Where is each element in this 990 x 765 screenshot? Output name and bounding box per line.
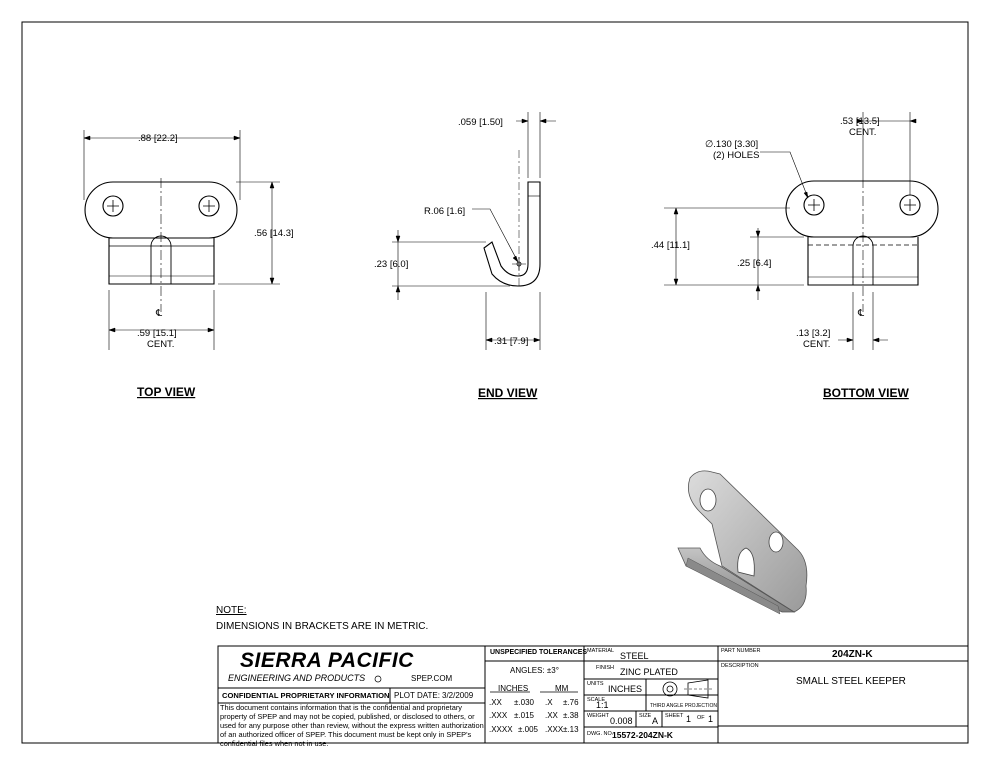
top-view-title: TOP VIEW bbox=[137, 385, 196, 399]
weight-label: WEIGHT bbox=[587, 713, 609, 719]
tol-row-in-fmt: .XX bbox=[489, 698, 502, 707]
legal-notice: This document contains information that … bbox=[220, 703, 484, 748]
tolerances-inches-header: INCHES bbox=[498, 684, 529, 693]
finish-label: FINISH bbox=[596, 665, 615, 671]
scale-value: 1:1 bbox=[596, 700, 609, 710]
part-number-value: 204ZN-K bbox=[832, 649, 873, 660]
end-radius-dim: R.06 [1.6] bbox=[424, 206, 465, 217]
bottom-slot-dim: .13 [3.2] bbox=[796, 328, 830, 339]
tol-row-in-val: ±.005 bbox=[518, 725, 538, 734]
bottom-hole-dim: ∅.130 [3.30] bbox=[705, 139, 758, 150]
bottom-centerline-symbol: ℄ bbox=[857, 308, 865, 319]
end-thickness-dim: .059 [1.50] bbox=[458, 117, 503, 128]
units-label: UNITS bbox=[587, 681, 604, 687]
dwg-no-label: DWG. NO. bbox=[587, 731, 614, 737]
top-bottom-dim: .59 [15.1] bbox=[137, 328, 177, 339]
projection-label: THIRD ANGLE PROJECTION bbox=[650, 703, 717, 709]
tolerances-title: UNSPECIFIED TOLERANCES bbox=[490, 649, 588, 656]
tol-row-in-val: ±.015 bbox=[514, 711, 534, 720]
scale-label: SCALE bbox=[587, 697, 606, 703]
tol-row-mm-fmt: .XXX bbox=[545, 725, 564, 734]
end-view-title: END VIEW bbox=[478, 386, 538, 400]
isometric-render bbox=[677, 470, 808, 615]
company-name: SIERRA PACIFIC bbox=[240, 649, 414, 672]
top-view bbox=[83, 130, 280, 350]
plot-date-value: 3/2/2009 bbox=[442, 691, 474, 700]
bottom-view bbox=[664, 112, 939, 350]
sheet-number: 1 bbox=[686, 714, 692, 724]
end-height-dim: .23 [6.0] bbox=[374, 259, 408, 270]
top-centerline-symbol: ℄ bbox=[155, 308, 163, 319]
units-value: INCHES bbox=[608, 684, 643, 694]
tolerances-mm-header: MM bbox=[555, 684, 569, 693]
sheet-of: OF bbox=[697, 715, 705, 721]
registered-mark-icon bbox=[374, 675, 382, 683]
weight-value: 0.008 bbox=[610, 716, 633, 726]
top-bottom-note: CENT. bbox=[147, 339, 174, 350]
tol-row-in-fmt: .XXX bbox=[489, 711, 508, 720]
finish-value: ZINC PLATED bbox=[620, 667, 678, 677]
description-value: SMALL STEEL KEEPER bbox=[796, 676, 906, 687]
plot-date-label: PLOT DATE: bbox=[394, 691, 440, 700]
sheet-border bbox=[21, 21, 969, 744]
sheet-label: SHEET bbox=[665, 713, 684, 719]
confidential-label: CONFIDENTIAL PROPRIETARY INFORMATION bbox=[222, 691, 390, 700]
bottom-offset-note: CENT. bbox=[849, 127, 876, 138]
bottom-inner-dim: .25 [6.4] bbox=[737, 258, 771, 269]
bottom-slot-note: CENT. bbox=[803, 339, 830, 350]
material-label: MATERIAL bbox=[587, 648, 615, 654]
size-value: A bbox=[652, 716, 659, 726]
part-number-label: PART NUMBER bbox=[721, 648, 761, 654]
tol-row-mm-val: ±.38 bbox=[563, 711, 579, 720]
bottom-view-title: BOTTOM VIEW bbox=[823, 386, 909, 400]
description-label: DESCRIPTION bbox=[721, 663, 759, 669]
company-subtitle: ENGINEERING AND PRODUCTS bbox=[228, 673, 366, 683]
note-heading: NOTE: bbox=[216, 605, 247, 616]
end-view bbox=[392, 112, 556, 350]
third-angle-projection-symbol bbox=[662, 679, 712, 699]
dwg-no-value: 15572-204ZN-K bbox=[612, 730, 673, 740]
note-text: DIMENSIONS IN BRACKETS ARE IN METRIC. bbox=[216, 621, 429, 632]
top-height-dim: .56 [14.3] bbox=[254, 228, 294, 239]
company-website: SPEP.COM bbox=[411, 674, 453, 683]
title-block-grid bbox=[217, 645, 969, 744]
tol-row-mm-val: ±.13 bbox=[563, 725, 579, 734]
tol-row-in-fmt: .XXXX bbox=[489, 725, 513, 734]
tol-row-mm-fmt: .X bbox=[545, 698, 553, 707]
material-value: STEEL bbox=[620, 651, 649, 661]
tol-row-mm-fmt: .XX bbox=[545, 711, 558, 720]
tolerances-angles: ANGLES: ±3° bbox=[510, 666, 559, 675]
tol-row-mm-val: ±.76 bbox=[563, 698, 579, 707]
bottom-height-dim: .44 [11.1] bbox=[651, 240, 690, 251]
sheet-total: 1 bbox=[708, 714, 714, 724]
end-width-dim: .31 [7.9] bbox=[494, 336, 528, 347]
bottom-hole-note: (2) HOLES bbox=[713, 150, 759, 161]
top-width-dim: .88 [22.2] bbox=[138, 133, 178, 144]
tol-row-in-val: ±.030 bbox=[514, 698, 534, 707]
size-label: SIZE bbox=[639, 713, 652, 719]
bottom-offset-dim: .53 [13.5] bbox=[840, 116, 880, 127]
